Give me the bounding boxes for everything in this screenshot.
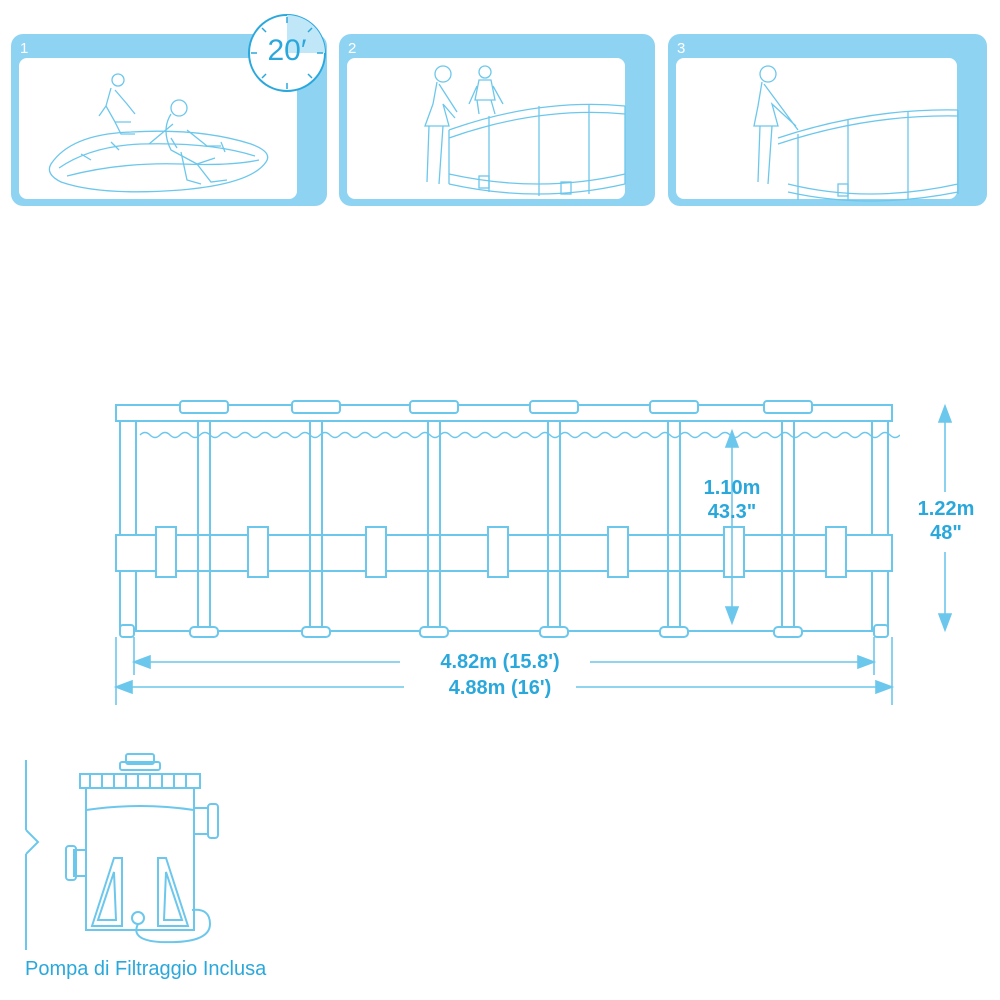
filter-pump-illustration <box>25 753 219 950</box>
inner-height-label: 1.10m 43.3" <box>690 476 774 524</box>
inner-height-imperial: 43.3" <box>707 501 757 523</box>
timer-icon <box>248 14 326 92</box>
inner-width-label: 4.82m (15.8') <box>440 651 560 673</box>
outer-height-imperial: 48" <box>930 522 962 544</box>
outer-height-metric: 1.22m <box>917 498 975 520</box>
pump-caption: Pompa di Filtraggio Inclusa <box>25 958 267 980</box>
step-number-2: 2 <box>348 40 357 57</box>
step-number-3: 3 <box>677 40 686 57</box>
step-panel-3-illustration-area <box>676 58 957 199</box>
step-1-illustration <box>48 73 269 193</box>
step-2-illustration <box>424 65 626 196</box>
step-panel-3: 3 <box>668 34 987 206</box>
timer-label: 20′ <box>267 34 307 67</box>
pool-front-view-diagram <box>113 400 900 705</box>
outer-width-label: 4.88m (16') <box>448 677 552 699</box>
outer-height-arrow <box>937 403 953 633</box>
outer-height-label: 1.22m 48" <box>900 497 992 545</box>
inner-height-metric: 1.10m <box>703 477 761 499</box>
step-panel-2: 2 <box>339 34 655 206</box>
step-panel-1-illustration-area <box>19 58 297 199</box>
step-number-1: 1 <box>20 40 29 57</box>
step-3-illustration <box>753 65 959 202</box>
